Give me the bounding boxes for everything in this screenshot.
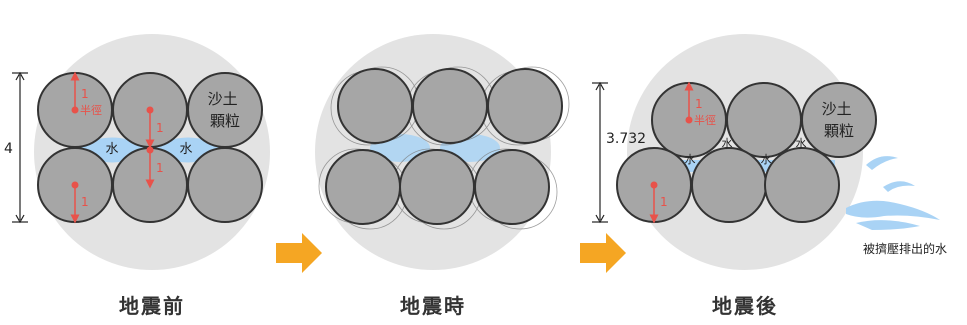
radius-value: 1 — [156, 121, 164, 135]
soil-particle — [412, 68, 488, 144]
radius-marker: 1 — [70, 181, 89, 224]
arrow-right-icon — [580, 233, 626, 273]
radius-marker: 1 — [145, 106, 164, 149]
soil-particle — [801, 82, 877, 158]
soil-particle — [726, 82, 802, 158]
particle-label: 沙土 顆粒 — [208, 90, 243, 130]
panel-title-after: 地震後 — [712, 294, 778, 318]
radius-marker: 1 — [649, 181, 668, 224]
arrow-right-icon — [276, 233, 322, 273]
height-label: 4 — [4, 141, 13, 157]
particle-label-line2: 顆粒 — [824, 122, 854, 140]
radius-word: 半徑 — [694, 113, 716, 127]
soil-particle — [764, 147, 840, 223]
radius-marker: 1 — [145, 146, 164, 189]
soil-particle — [399, 149, 475, 225]
water-label: 水 — [761, 153, 772, 166]
water-label: 水 — [796, 137, 807, 150]
soil-particle — [691, 147, 767, 223]
particle-label: 沙土 顆粒 — [822, 100, 857, 140]
soil-particle — [187, 72, 263, 148]
particle-label-line1: 沙土 — [208, 90, 238, 108]
soil-particle — [487, 68, 563, 144]
radius-marker: 1 半徑 — [684, 81, 716, 127]
panel-before: 水 水 沙土 顆粒 1 半徑 1 1 1 — [4, 34, 270, 270]
water-label: 水 — [722, 137, 733, 150]
panel-title-during: 地震時 — [400, 294, 466, 318]
radius-word: 半徑 — [80, 103, 102, 117]
water-splash-icon — [846, 156, 940, 230]
water-label: 水 — [179, 142, 192, 157]
radius-value: 1 — [81, 195, 89, 209]
radius-value: 1 — [81, 87, 89, 101]
panel-title-before: 地震前 — [119, 294, 185, 318]
soil-particle — [325, 149, 401, 225]
height-dimension: 3.732 — [592, 81, 646, 224]
panel-during — [315, 34, 570, 270]
water-label: 水 — [105, 142, 118, 157]
particle-label-line2: 顆粒 — [210, 112, 240, 130]
expelled-water-label: 被擠壓排出的水 — [863, 241, 947, 256]
soil-particle — [187, 147, 263, 223]
radius-value: 1 — [695, 97, 703, 111]
radius-marker: 1 半徑 — [70, 71, 102, 117]
water-label: 水 — [685, 153, 696, 166]
panel-after: 水 水 水 水 沙土 顆粒 1 半徑 1 3.732 — [592, 34, 947, 270]
height-dimension: 4 — [4, 71, 28, 224]
soil-particle — [474, 149, 550, 225]
radius-value: 1 — [660, 195, 668, 209]
particle-label-line1: 沙土 — [822, 100, 852, 118]
height-label: 3.732 — [606, 131, 646, 147]
soil-particle — [337, 68, 413, 144]
radius-value: 1 — [156, 161, 164, 175]
